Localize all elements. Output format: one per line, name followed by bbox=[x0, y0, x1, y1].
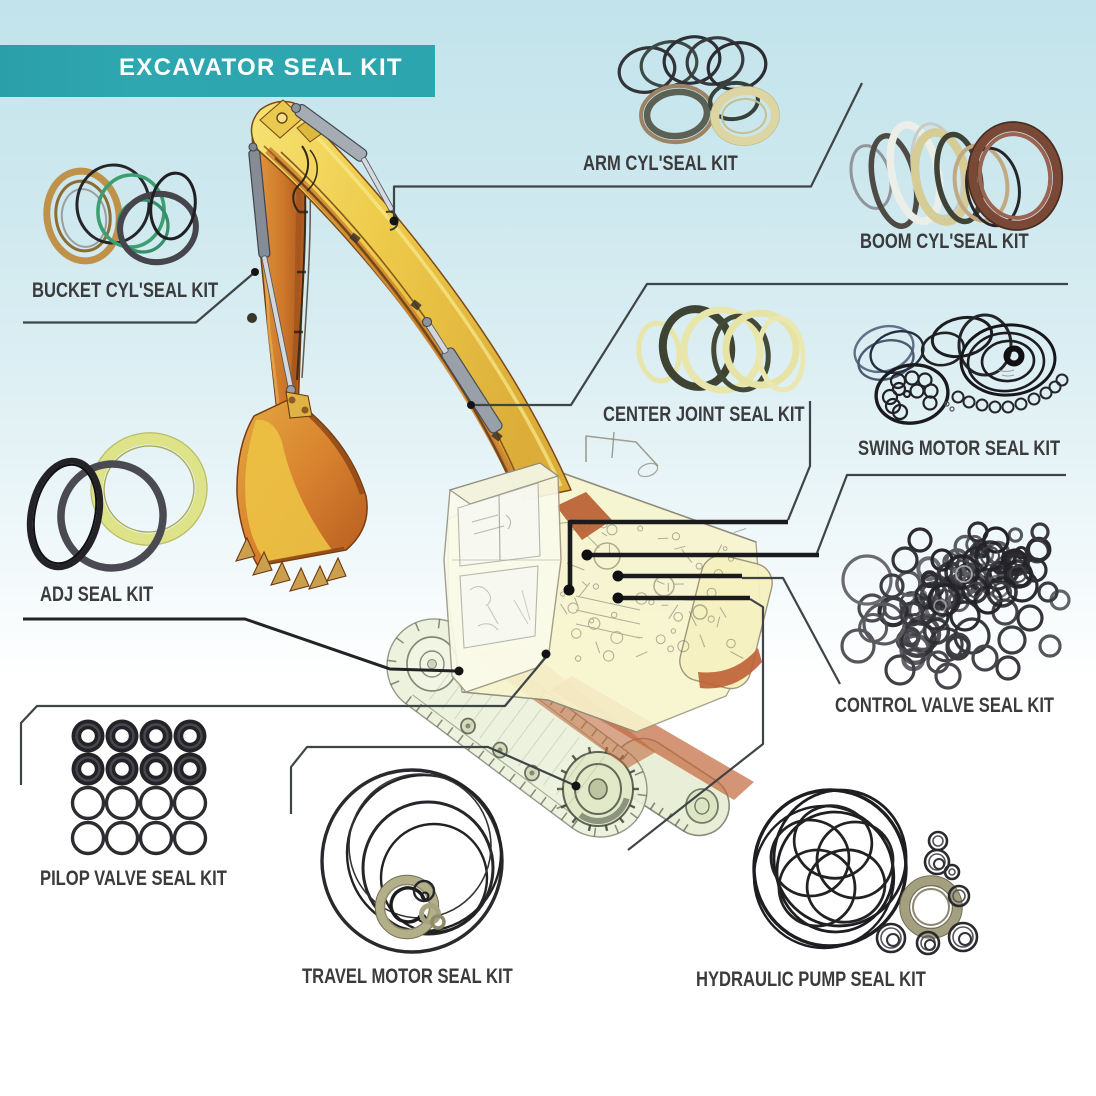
control-valve-rings bbox=[840, 521, 1071, 690]
label-arm-cyl-seal-kit: ARM CYL'SEAL KIT bbox=[583, 153, 779, 174]
boom-arm-bucket bbox=[234, 99, 572, 592]
label-pilop-valve-seal-kit: PILOP VALVE SEAL KIT bbox=[40, 868, 277, 889]
hydraulic-pump-rings bbox=[752, 788, 979, 956]
title-banner: EXCAVATOR SEAL KIT bbox=[0, 45, 435, 97]
label-swing-motor-seal-kit: SWING MOTOR SEAL KIT bbox=[858, 438, 1096, 459]
label-hydraulic-pump-seal-kit: HYDRAULIC PUMP SEAL KIT bbox=[696, 969, 987, 990]
label-center-joint-seal-kit: CENTER JOINT SEAL KIT bbox=[603, 404, 858, 425]
label-center-joint-text: CENTER JOINT SEAL KIT bbox=[603, 403, 805, 426]
label-control-valve-text: CONTROL VALVE SEAL KIT bbox=[835, 694, 1055, 717]
label-bucket-cyl-seal-kit: BUCKET CYL'SEAL KIT bbox=[32, 280, 268, 301]
page-title: EXCAVATOR SEAL KIT bbox=[119, 54, 403, 81]
swing-motor-rings bbox=[853, 313, 1069, 425]
travel-motor-rings bbox=[320, 768, 504, 954]
label-hydraulic-pump-text: HYDRAULIC PUMP SEAL KIT bbox=[696, 968, 926, 991]
label-swing-motor-text: SWING MOTOR SEAL KIT bbox=[858, 437, 1061, 460]
cab bbox=[443, 462, 562, 693]
label-travel-motor-text: TRAVEL MOTOR SEAL KIT bbox=[302, 965, 513, 988]
label-control-valve-seal-kit: CONTROL VALVE SEAL KIT bbox=[835, 695, 1096, 716]
boom-foot bbox=[556, 492, 612, 540]
center-joint-rings bbox=[636, 305, 806, 394]
arm-cyl-rings bbox=[617, 35, 780, 146]
callout-lines bbox=[19, 82, 1068, 851]
label-pilop-valve-text: PILOP VALVE SEAL KIT bbox=[40, 867, 227, 890]
sprocket-teeth bbox=[557, 746, 639, 832]
adj-rings bbox=[26, 432, 208, 572]
bucket-teeth bbox=[234, 536, 347, 592]
label-arm-cyl-text: ARM CYL'SEAL KIT bbox=[583, 152, 738, 175]
bucket-cyl-rings bbox=[43, 163, 199, 266]
pilop-valve-rings bbox=[70, 719, 208, 856]
label-boom-cyl-text: BOOM CYL'SEAL KIT bbox=[860, 230, 1029, 253]
boom-cyl-rings bbox=[849, 121, 1064, 231]
label-boom-cyl-seal-kit: BOOM CYL'SEAL KIT bbox=[860, 231, 1073, 252]
label-bucket-cyl-text: BUCKET CYL'SEAL KIT bbox=[32, 279, 219, 302]
label-adj-text: ADJ SEAL KIT bbox=[40, 583, 154, 606]
label-travel-motor-seal-kit: TRAVEL MOTOR SEAL KIT bbox=[302, 966, 569, 987]
label-adj-seal-kit: ADJ SEAL KIT bbox=[40, 584, 183, 605]
